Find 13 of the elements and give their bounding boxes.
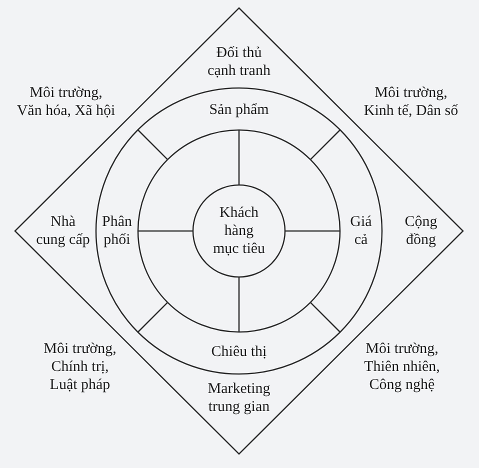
corner-label: Môi trường, Thiên nhiên, Công nghệ [364,340,440,394]
segment-label: Phân phối [102,213,132,249]
segment-label: Giá cả [350,213,372,249]
corner-label: Môi trường, Kinh tế, Dân số [364,84,458,120]
region-label: Nhà cung cấp [36,213,90,249]
corner-label: Môi trường, Văn hóa, Xã hội [16,84,116,120]
region-label: Marketing trung gian [208,380,270,416]
center-label: Khách hàng mục tiêu [212,204,266,258]
segment-label: Sản phẩm [209,101,269,119]
segment-label: Chiêu thị [211,343,267,361]
region-label: Cộng đồng [404,213,438,249]
region-label: Đối thủ cạnh tranh [208,44,270,80]
corner-label: Môi trường, Chính trị, Luật pháp [44,340,116,394]
